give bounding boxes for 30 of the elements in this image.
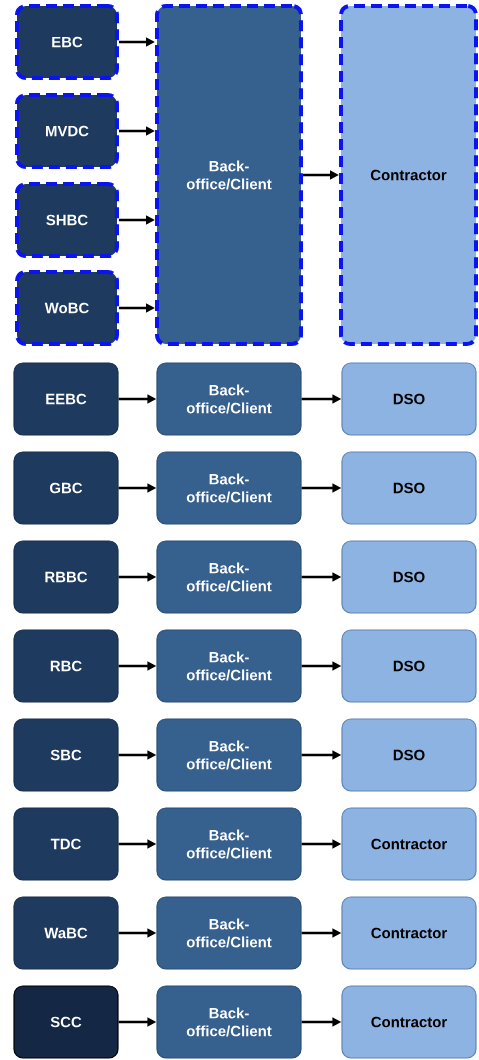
source-box: MVDC [15, 93, 119, 169]
recipient-box: DSO [341, 718, 477, 792]
back-office-box: Back-office/Client [156, 540, 302, 614]
back-office-box: Back-office/Client [156, 451, 302, 525]
source-box: SHBC [15, 182, 119, 258]
back-office-box: Back-office/Client [156, 985, 302, 1059]
source-box: WaBC [13, 896, 119, 970]
back-office-box: Back-office/Client [155, 4, 303, 346]
recipient-box: Contractor [341, 807, 477, 881]
source-box: EEBC [13, 362, 119, 436]
source-box: RBC [13, 629, 119, 703]
back-office-box: Back-office/Client [156, 629, 302, 703]
back-office-box: Back-office/Client [156, 807, 302, 881]
back-office-box: Back-office/Client [156, 718, 302, 792]
source-box: RBBC [13, 540, 119, 614]
back-office-box: Back-office/Client [156, 362, 302, 436]
source-box: GBC [13, 451, 119, 525]
source-box: WoBC [15, 270, 119, 346]
recipient-box: Contractor [339, 4, 478, 346]
source-box: SCC [13, 985, 119, 1059]
source-box: EBC [15, 4, 119, 80]
back-office-box: Back-office/Client [156, 896, 302, 970]
recipient-box: DSO [341, 629, 477, 703]
recipient-box: Contractor [341, 985, 477, 1059]
recipient-box: Contractor [341, 896, 477, 970]
recipient-box: DSO [341, 362, 477, 436]
recipient-box: DSO [341, 451, 477, 525]
source-box: TDC [13, 807, 119, 881]
recipient-box: DSO [341, 540, 477, 614]
source-box: SBC [13, 718, 119, 792]
